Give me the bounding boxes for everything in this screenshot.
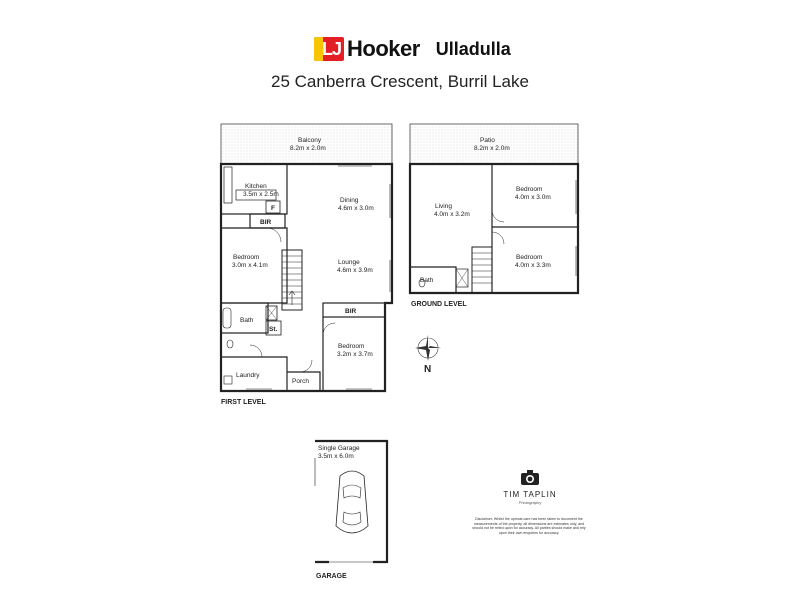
bedroom-2-label: Bedroom xyxy=(338,343,364,350)
lj-hooker-logo: LJ Hooker Ulladulla xyxy=(314,36,511,61)
garage-walls xyxy=(315,439,389,564)
ground-bath-label: Bath xyxy=(420,277,434,284)
kitchen-label: Kitchen xyxy=(245,183,267,190)
garage-title: GARAGE xyxy=(316,573,347,580)
ground-level-outer-wall xyxy=(408,162,580,295)
porch-walls xyxy=(287,371,321,391)
camera-icon xyxy=(521,470,539,485)
patio-size: 8.2m x 2.0m xyxy=(474,145,510,152)
bedroom-1-label: Bedroom xyxy=(233,254,259,261)
fridge-label: F xyxy=(271,205,275,212)
shower xyxy=(265,305,278,321)
balcony-label: Balcony xyxy=(298,137,322,144)
living-label: Living xyxy=(435,203,452,210)
balcony-size: 8.2m x 2.0m xyxy=(290,145,326,152)
bedroom-1-size: 3.0m x 4.1m xyxy=(232,262,268,269)
garage-name: Single Garage xyxy=(318,445,360,452)
lounge-label: Lounge xyxy=(338,259,360,266)
brand-name: Hooker xyxy=(347,36,420,61)
ground-bedroom-2-label: Bedroom xyxy=(516,254,542,261)
ground-shower xyxy=(455,268,469,288)
ground-bedroom-1-size: 4.0m x 3.0m xyxy=(515,194,551,201)
bathtub xyxy=(222,307,232,329)
fridge-space xyxy=(265,200,281,214)
garage-plan xyxy=(314,439,389,564)
balcony-area xyxy=(220,123,393,165)
garage-size: 3.5m x 6.0m xyxy=(318,453,354,460)
first-level-plan xyxy=(219,123,394,393)
bir-2-walls xyxy=(322,302,386,318)
toilet xyxy=(226,339,234,349)
patio-label: Patio xyxy=(480,137,495,144)
ground-level-title: GROUND LEVEL xyxy=(411,301,467,308)
property-address: 25 Canberra Crescent, Burril Lake xyxy=(271,72,529,91)
compass-north-label: N xyxy=(424,364,431,375)
office-name: Ulladulla xyxy=(435,38,511,59)
laundry-tub xyxy=(223,375,233,385)
laundry-label: Laundry xyxy=(236,372,260,379)
photographer-name: TIM TAPLIN xyxy=(503,490,557,499)
compass-rose-icon xyxy=(415,335,441,361)
disclaimer-text: Disclaimer: Whilst the upmost care has b… xyxy=(472,517,586,535)
kitchen-island xyxy=(235,189,277,201)
photographer-sub: Photography xyxy=(518,500,542,505)
bir-2-label: BIR xyxy=(345,308,357,315)
dining-size: 4.6m x 3.0m xyxy=(338,205,374,212)
bedroom-2-size: 3.2m x 3.7m xyxy=(337,351,373,358)
ground-level-plan xyxy=(408,123,580,295)
first-level-title: FIRST LEVEL xyxy=(221,399,266,406)
lj-logo-badge: LJ xyxy=(314,37,344,61)
ground-stairs xyxy=(471,246,493,294)
laundry-walls xyxy=(221,356,288,391)
bir-1-label: BIR xyxy=(260,219,272,226)
car-icon xyxy=(335,470,369,534)
porch-label: Porch xyxy=(292,378,309,385)
lj-badge-text: LJ xyxy=(322,39,342,59)
ground-bedroom-1-label: Bedroom xyxy=(516,186,542,193)
first-level-outer-wall xyxy=(219,162,394,393)
kitchen-bench xyxy=(223,166,233,204)
living-size: 4.0m x 3.2m xyxy=(434,211,470,218)
dining-label: Dining xyxy=(340,197,359,204)
ground-bedroom-2-size: 4.0m x 3.3m xyxy=(515,262,551,269)
first-bath-label: Bath xyxy=(240,317,254,324)
bath-walls xyxy=(220,302,269,334)
patio-area xyxy=(409,123,579,165)
store-label: St. xyxy=(269,326,278,333)
lounge-size: 4.6m x 3.9m xyxy=(337,267,373,274)
kitchen-size: 3.5m x 2.5m xyxy=(243,191,279,198)
store-walls xyxy=(265,320,282,336)
